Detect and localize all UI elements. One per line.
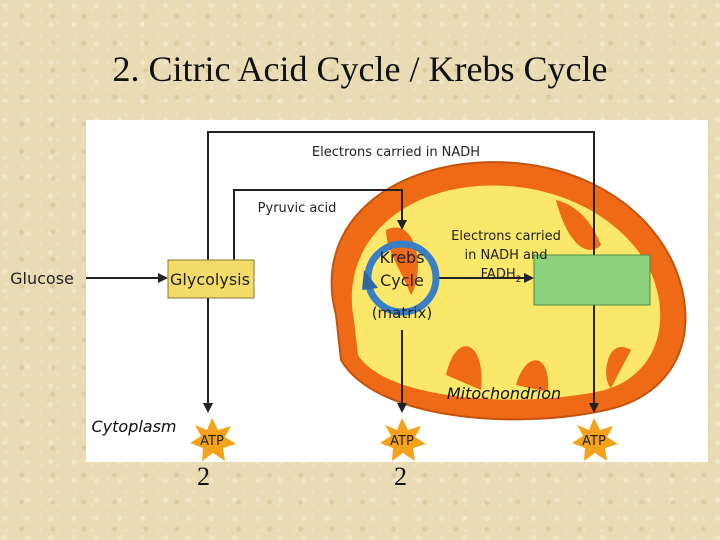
label-cycle: Cycle: [380, 271, 424, 290]
atp-star-left: [190, 418, 236, 461]
slide-title: 2. Citric Acid Cycle / Krebs Cycle: [112, 49, 608, 89]
electron-transport-box: [533, 254, 651, 306]
atp-star-middle: [380, 418, 426, 461]
label-electrons-fadh-3: FADH2: [481, 267, 522, 285]
label-atp-middle: ATP: [390, 434, 414, 449]
label-atp-left: ATP: [200, 434, 224, 449]
label-krebs: Krebs: [379, 248, 424, 267]
atp-count-middle: 2: [394, 462, 407, 491]
atp-star-right: [572, 418, 618, 461]
label-mitochondrion: Mitochondrion: [447, 384, 561, 403]
label-fadh-subscript: 2: [516, 275, 522, 285]
label-glucose: Glucose: [10, 269, 74, 288]
label-electrons-nadh: Electrons carried in NADH: [312, 145, 480, 160]
label-atp-right: ATP: [582, 434, 606, 449]
label-electrons-fadh-2: in NADH and: [465, 248, 548, 263]
krebs-cycle-arrowhead: [362, 270, 378, 290]
atp-count-left: 2: [197, 462, 210, 491]
pyruvic-acid-arrow-path: [233, 189, 407, 263]
label-pyruvic-acid: Pyruvic acid: [258, 201, 337, 216]
label-electrons-fadh-1: Electrons carried: [451, 229, 561, 244]
label-matrix: (matrix): [372, 304, 433, 322]
cellular-respiration-diagram: Electrons carried in NADH Pyruvic acid G…: [86, 131, 687, 461]
glycolysis-box: [167, 259, 255, 299]
label-glycolysis: Glycolysis: [170, 270, 250, 289]
diagram-panel: Electrons carried in NADH Pyruvic acid G…: [86, 120, 708, 462]
